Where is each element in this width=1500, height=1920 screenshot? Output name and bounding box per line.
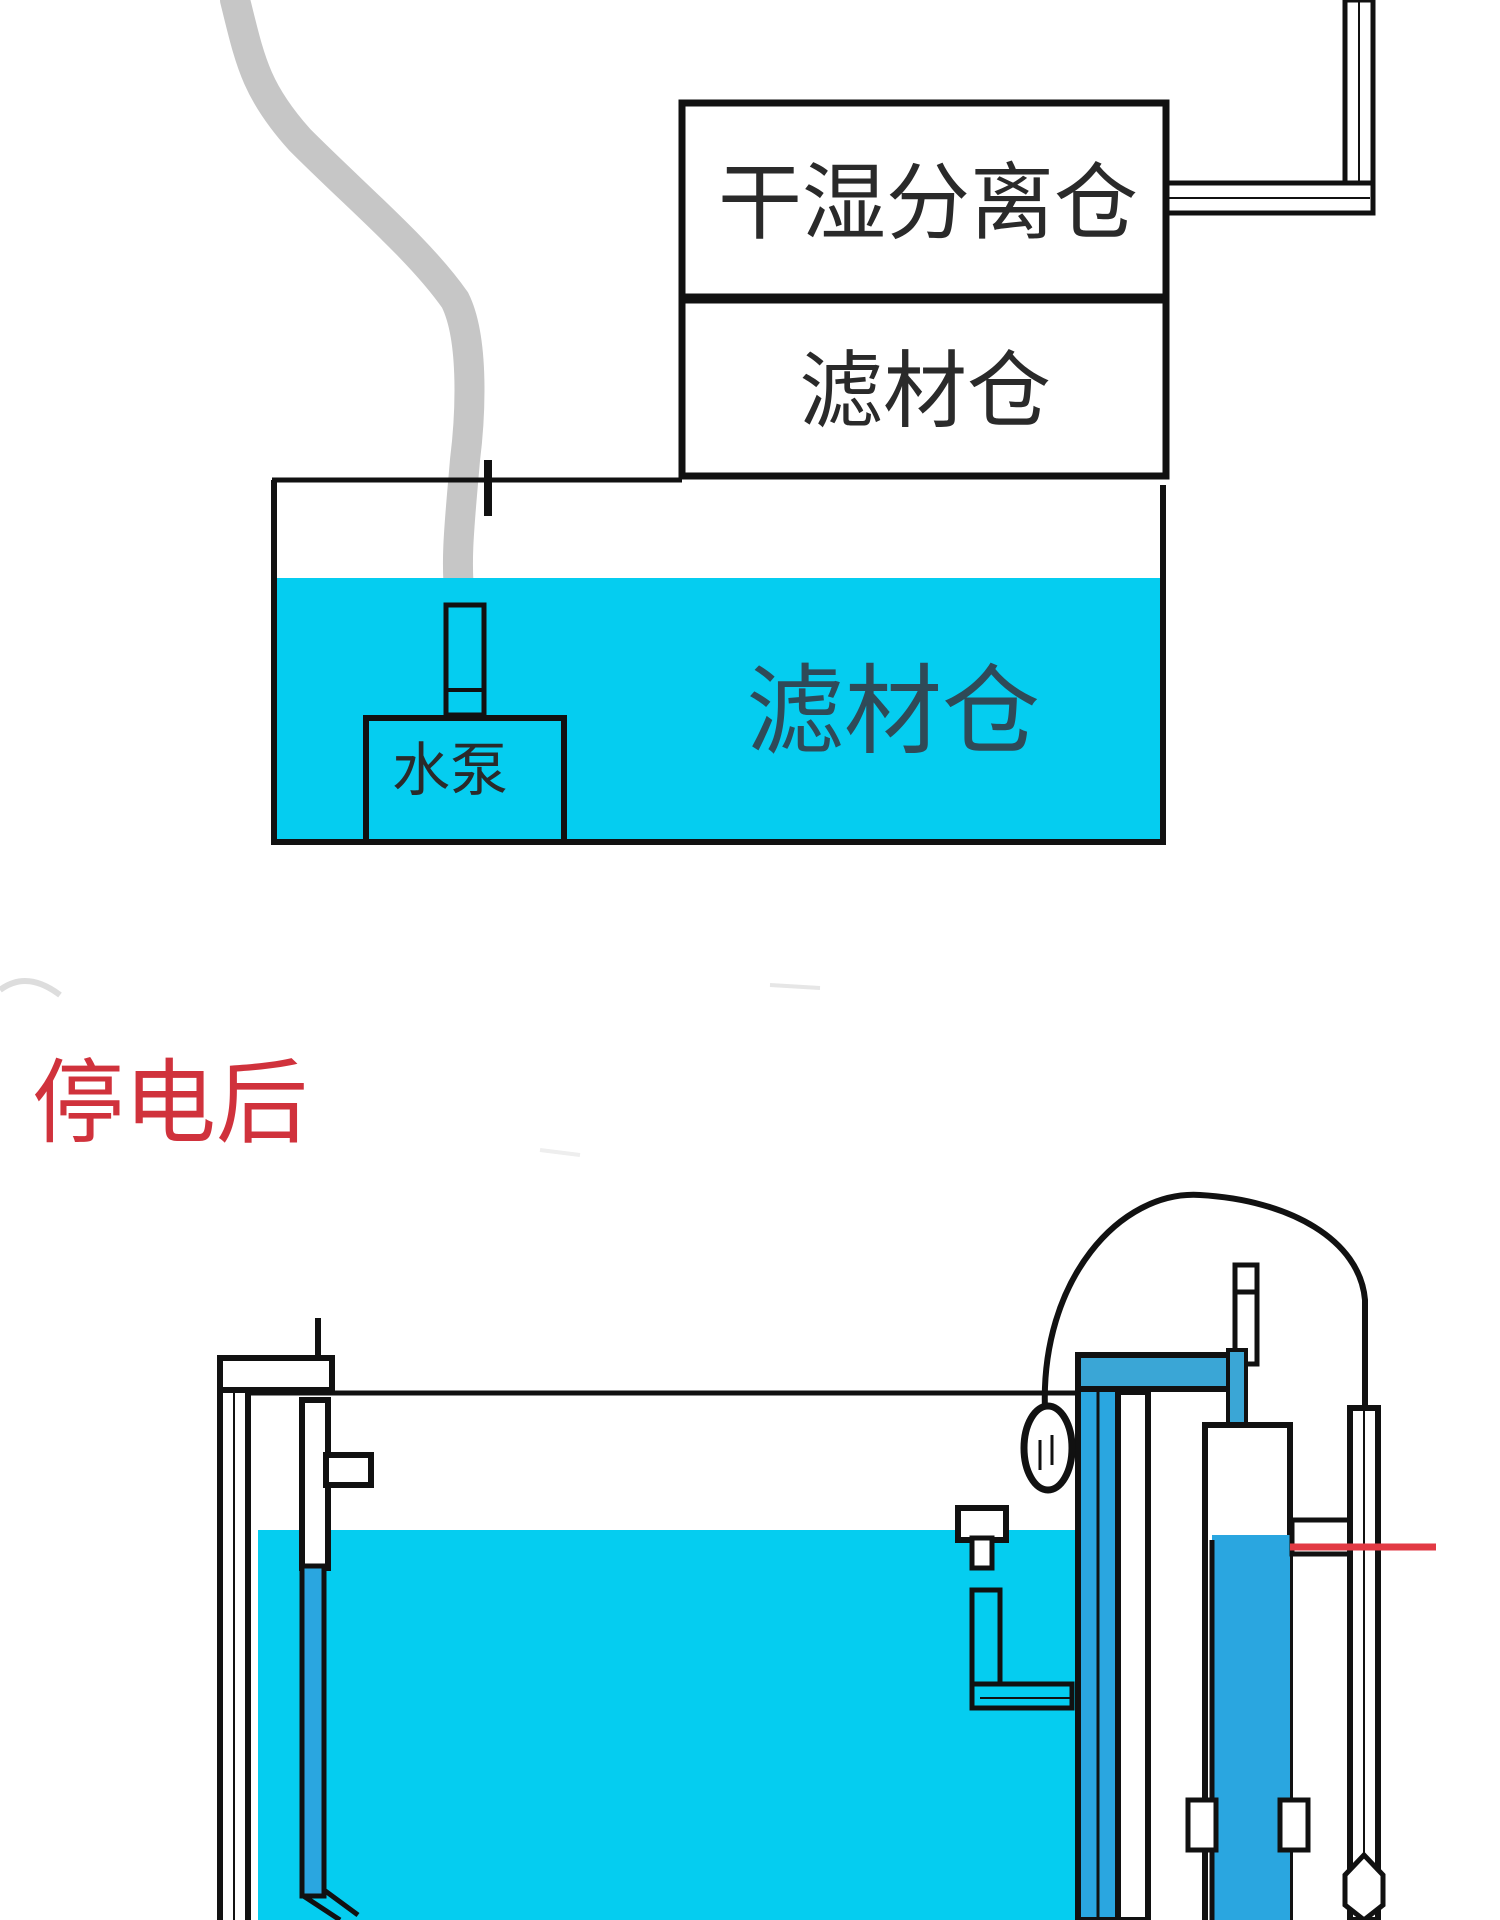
overflow-column [1075, 1352, 1241, 1920]
gray-hose [220, 0, 485, 615]
bottom-diagram: 停电后 [32, 1050, 1436, 1920]
pump-label: 水泵 [392, 736, 508, 804]
left-wall [217, 1355, 335, 1920]
filter-chamber-upper: 滤材仓 [678, 296, 1170, 480]
power-off-heading: 停电后 [32, 1050, 308, 1157]
filter-chamber-water-label: 滤材仓 [746, 655, 1040, 769]
smudges [0, 977, 821, 1157]
top-diagram: 干湿分离仓 滤材仓 滤材仓 水泵 [220, 0, 1376, 845]
right-return-pipe [1289, 1405, 1386, 1920]
dry-wet-chamber-label: 干湿分离仓 [718, 154, 1138, 252]
water-pump: 水泵 [363, 602, 567, 845]
return-pipe-top [1155, 0, 1376, 216]
tank-water-bottom [258, 1530, 1078, 1920]
skimmer-inlet [955, 1505, 1075, 1711]
float-valve [1020, 1402, 1076, 1494]
dry-wet-chamber: 干湿分离仓 [678, 99, 1170, 301]
left-inlet-pipe [299, 1318, 374, 1920]
filter-canister [1185, 1422, 1311, 1920]
filter-chamber-upper-label: 滤材仓 [799, 342, 1051, 440]
siphon-loop [1041, 1191, 1368, 1411]
